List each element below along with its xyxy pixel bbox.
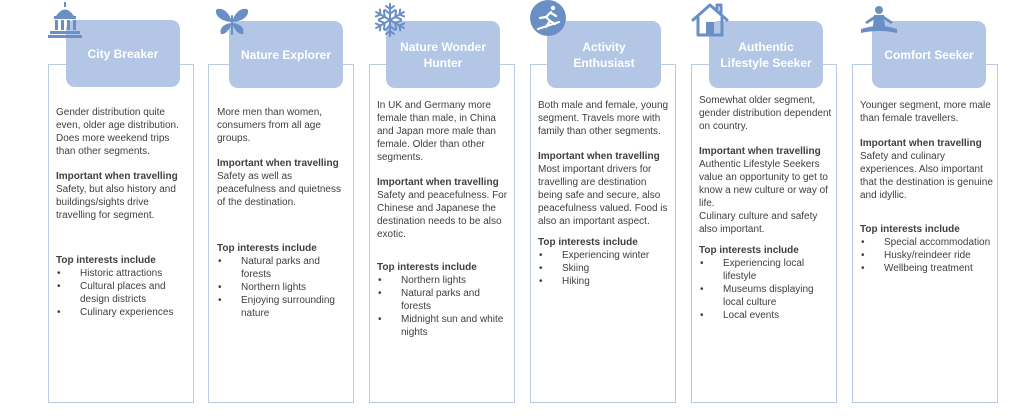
segment-title: Nature Explorer bbox=[229, 21, 343, 88]
important-text: Most important drivers for travelling ar… bbox=[538, 164, 668, 227]
important-text: Safety, but also history and buildings/s… bbox=[56, 184, 176, 221]
segment-title: City Breaker bbox=[66, 20, 180, 87]
list-item: Hiking bbox=[538, 275, 672, 288]
list-item: Historic attractions bbox=[56, 267, 190, 280]
important-text: Safety and peacefulness. For Chinese and… bbox=[377, 190, 508, 240]
segment-description: More men than women, consumers from all … bbox=[217, 107, 323, 144]
segment-body: Both male and female, young segment. Tra… bbox=[538, 99, 672, 288]
skier-icon bbox=[530, 0, 566, 36]
segment-title: Authentic Lifestyle Seeker bbox=[709, 21, 823, 88]
interests-label: Top interests include bbox=[56, 255, 156, 266]
list-item: Special accommodation bbox=[860, 236, 994, 249]
interests-label: Top interests include bbox=[217, 243, 317, 254]
important-label: Important when travelling bbox=[538, 151, 660, 162]
segment-description: Both male and female, young segment. Tra… bbox=[538, 100, 669, 137]
segment-title: Activity Enthusiast bbox=[547, 21, 661, 88]
list-item: Skiing bbox=[538, 262, 672, 275]
butterfly-icon bbox=[215, 8, 249, 35]
house-icon bbox=[691, 3, 729, 37]
important-label: Important when travelling bbox=[860, 138, 982, 149]
segment-description: Gender distribution quite even, older ag… bbox=[56, 107, 179, 157]
list-item: Northern lights bbox=[377, 274, 511, 287]
segment-body: Gender distribution quite even, older ag… bbox=[56, 106, 190, 319]
segment-body: In UK and Germany more female than male,… bbox=[377, 99, 511, 339]
list-item: Natural parks and forests bbox=[377, 287, 511, 313]
interests-list: Experiencing local lifestyle Museums dis… bbox=[699, 257, 833, 322]
list-item: Husky/reindeer ride bbox=[860, 249, 994, 262]
segment-description: Somewhat older segment, gender distribut… bbox=[699, 95, 832, 132]
interests-label: Top interests include bbox=[538, 237, 638, 248]
interests-list: Special accommodation Husky/reindeer rid… bbox=[860, 236, 994, 275]
interests-label: Top interests include bbox=[860, 224, 960, 235]
list-item: Museums displaying local culture bbox=[699, 283, 833, 309]
segment-body: Somewhat older segment, gender distribut… bbox=[699, 94, 833, 322]
list-item: Enjoying surrounding nature bbox=[217, 294, 351, 320]
snowflake-icon bbox=[373, 3, 407, 37]
important-text: Authentic Lifestyle Seekers value an opp… bbox=[699, 159, 828, 235]
list-item: Natural parks and forests bbox=[217, 255, 351, 281]
important-label: Important when travelling bbox=[377, 177, 499, 188]
segment-body: More men than women, consumers from all … bbox=[217, 106, 351, 320]
list-item: Wellbeing treatment bbox=[860, 262, 994, 275]
list-item: Experiencing winter bbox=[538, 249, 672, 262]
interests-label: Top interests include bbox=[699, 245, 799, 256]
list-item: Experiencing local lifestyle bbox=[699, 257, 833, 283]
list-item: Local events bbox=[699, 309, 833, 322]
important-text: Safety as well as peacefulness and quiet… bbox=[217, 171, 341, 208]
important-text: Safety and culinary experiences. Also im… bbox=[860, 151, 993, 201]
segment-title: Comfort Seeker bbox=[872, 21, 986, 88]
building-icon bbox=[48, 2, 82, 38]
list-item: Cultural places and design districts bbox=[56, 280, 190, 306]
segment-body: Younger segment, more male than female t… bbox=[860, 99, 994, 275]
list-item: Midnight sun and white nights bbox=[377, 313, 511, 339]
interests-label: Top interests include bbox=[377, 262, 477, 273]
meditation-icon bbox=[861, 6, 897, 33]
list-item: Culinary experiences bbox=[56, 306, 190, 319]
list-item: Northern lights bbox=[217, 281, 351, 294]
segment-description: In UK and Germany more female than male,… bbox=[377, 100, 496, 163]
interests-list: Northern lights Natural parks and forest… bbox=[377, 274, 511, 339]
segment-title: Nature Wonder Hunter bbox=[386, 21, 500, 88]
important-label: Important when travelling bbox=[699, 146, 821, 157]
important-label: Important when travelling bbox=[56, 171, 178, 182]
interests-list: Natural parks and forests Northern light… bbox=[217, 255, 351, 320]
interests-list: Historic attractions Cultural places and… bbox=[56, 267, 190, 319]
interests-list: Experiencing winter Skiing Hiking bbox=[538, 249, 672, 288]
segment-description: Younger segment, more male than female t… bbox=[860, 100, 991, 124]
important-label: Important when travelling bbox=[217, 158, 339, 169]
